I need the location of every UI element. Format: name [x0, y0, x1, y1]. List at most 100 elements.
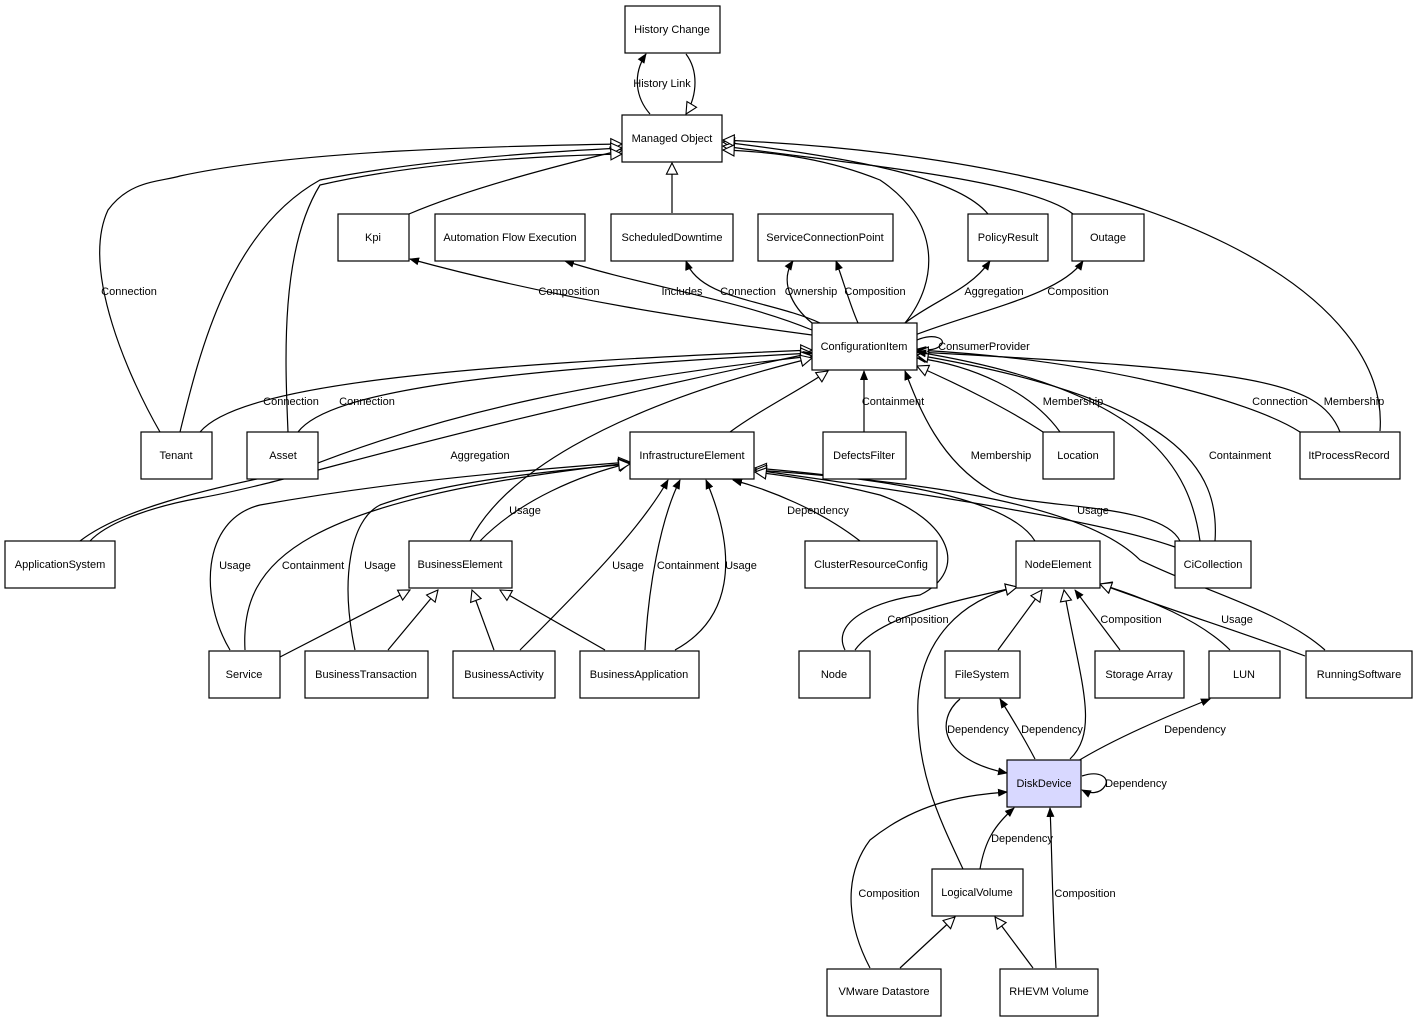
node-storage-array[interactable]: Storage Array — [1094, 650, 1185, 699]
edge-label: Connection — [101, 286, 157, 298]
node-scheduled-downtime[interactable]: ScheduledDowntime — [610, 213, 734, 262]
edge-cic-ci-memb — [904, 370, 1181, 542]
edge-ci-scp-comp — [835, 260, 859, 324]
edge-history-generalization — [686, 53, 695, 114]
edge-label: Dependency — [991, 833, 1053, 845]
edge-ie-ci — [729, 371, 828, 433]
edge-label: Connection — [720, 286, 776, 298]
edge-rs-ne — [1100, 584, 1306, 657]
edge-node-ne — [854, 587, 1017, 651]
node-automation-flow-execution[interactable]: Automation Flow Execution — [434, 213, 586, 262]
node-rhevm-volume[interactable]: RHEVM Volume — [999, 968, 1099, 1017]
edge-rhevm-lv — [995, 917, 1034, 969]
edge-service-ie-cont — [244, 463, 630, 651]
node-tenant[interactable]: Tenant — [140, 431, 213, 480]
node-ci-collection[interactable]: CiCollection — [1174, 540, 1252, 589]
node-label: Node — [821, 669, 847, 681]
edge-label: Usage — [1221, 614, 1253, 626]
edge-bt-be — [387, 590, 438, 651]
edge-tenant-mo-2 — [179, 148, 622, 433]
node-vmware-datastore[interactable]: VMware Datastore — [826, 968, 942, 1017]
edge-rhevm-dd — [1046, 807, 1057, 969]
node-business-transaction[interactable]: BusinessTransaction — [304, 650, 429, 699]
node-label: DefectsFilter — [833, 450, 895, 462]
edge-ba-ie — [519, 479, 669, 651]
edge-kpi-mo — [408, 150, 622, 215]
node-managed-object[interactable]: Managed Object — [621, 114, 723, 163]
node-file-system[interactable]: FileSystem — [944, 650, 1021, 699]
node-label: Location — [1057, 450, 1099, 462]
edge-label: Dependency — [947, 724, 1009, 736]
edge-ne-ie — [755, 468, 1036, 542]
node-node-element[interactable]: NodeElement — [1015, 540, 1101, 589]
edge-label: Usage — [725, 560, 757, 572]
edge-labels: History Link Connection Composition Incl… — [101, 78, 1384, 900]
edge-lv-dd — [979, 807, 1015, 870]
edge-bt-ie — [347, 464, 630, 651]
node-it-process-record[interactable]: ItProcessRecord — [1299, 431, 1401, 480]
node-label: RunningSoftware — [1317, 669, 1401, 681]
node-logical-volume[interactable]: LogicalVolume — [931, 868, 1024, 917]
edge-label: Usage — [219, 560, 251, 572]
edge-label: Composition — [538, 286, 599, 298]
node-policy-result[interactable]: PolicyResult — [967, 213, 1049, 262]
node-location[interactable]: Location — [1042, 431, 1115, 480]
node-label: Kpi — [365, 232, 381, 244]
edge-bapp-ie-cont — [644, 479, 681, 651]
node-business-element[interactable]: BusinessElement — [408, 540, 513, 589]
node-lun[interactable]: LUN — [1208, 650, 1281, 699]
edge-lv-ne — [917, 587, 1017, 870]
edge-rs-ie — [755, 470, 1326, 651]
edge-vmw-lv — [899, 917, 955, 969]
node-business-activity[interactable]: BusinessActivity — [452, 650, 556, 699]
edge-be-ci — [469, 358, 812, 542]
edge-bapp-ie-usage — [674, 479, 727, 651]
edge-vmw-dd — [850, 788, 1008, 969]
edge-label: Composition — [858, 888, 919, 900]
edge-cic-ci-cont-2 — [916, 349, 1201, 542]
edge-tenant-mo — [99, 144, 622, 433]
edge-label: Usage — [612, 560, 644, 572]
edge-ba-be — [472, 590, 495, 651]
edge-location-ci — [917, 366, 1044, 433]
edge-ci-kpi — [409, 257, 813, 336]
edge-dd-ne — [1064, 590, 1087, 760]
node-node[interactable]: Node — [798, 650, 871, 699]
edge-history-link — [636, 53, 651, 115]
node-label: LogicalVolume — [941, 887, 1013, 899]
node-running-software[interactable]: RunningSoftware — [1305, 650, 1413, 699]
node-label: BusinessApplication — [590, 669, 688, 681]
edge-label: Ownership — [785, 286, 838, 298]
node-asset[interactable]: Asset — [246, 431, 319, 480]
node-business-application[interactable]: BusinessApplication — [579, 650, 700, 699]
node-kpi[interactable]: Kpi — [337, 213, 410, 262]
edge-label: Membership — [1043, 396, 1104, 408]
node-service-connection-point[interactable]: ServiceConnectionPoint — [757, 213, 894, 262]
node-label: CiCollection — [1184, 559, 1243, 571]
node-outage[interactable]: Outage — [1071, 213, 1145, 262]
edge-label: Containment — [657, 560, 719, 572]
edge-label: Dependency — [1164, 724, 1226, 736]
edge-label: Dependency — [1105, 778, 1167, 790]
node-service[interactable]: Service — [208, 650, 281, 699]
edge-pr-mo — [723, 142, 989, 215]
node-cluster-resource-config[interactable]: ClusterResourceConfig — [804, 540, 938, 589]
edge-ci-afe — [564, 259, 813, 331]
node-configuration-item[interactable]: ConfigurationItem — [811, 322, 918, 371]
node-history-change[interactable]: History Change — [624, 5, 721, 54]
node-label: Managed Object — [632, 133, 713, 145]
node-defects-filter[interactable]: DefectsFilter — [822, 431, 907, 480]
node-label: Asset — [269, 450, 297, 462]
node-application-system[interactable]: ApplicationSystem — [4, 540, 116, 589]
node-label: LUN — [1233, 669, 1255, 681]
node-label: BusinessActivity — [464, 669, 544, 681]
node-label: ClusterResourceConfig — [814, 559, 928, 571]
edge-appsys-ci — [89, 350, 813, 542]
node-label: Tenant — [159, 450, 192, 462]
edge-label: Aggregation — [964, 286, 1023, 298]
node-label: NodeElement — [1025, 559, 1092, 571]
node-disk-device[interactable]: DiskDevice — [1006, 759, 1082, 808]
node-infrastructure-element[interactable]: InfrastructureElement — [629, 431, 755, 480]
edge-asset-mo — [285, 154, 622, 433]
